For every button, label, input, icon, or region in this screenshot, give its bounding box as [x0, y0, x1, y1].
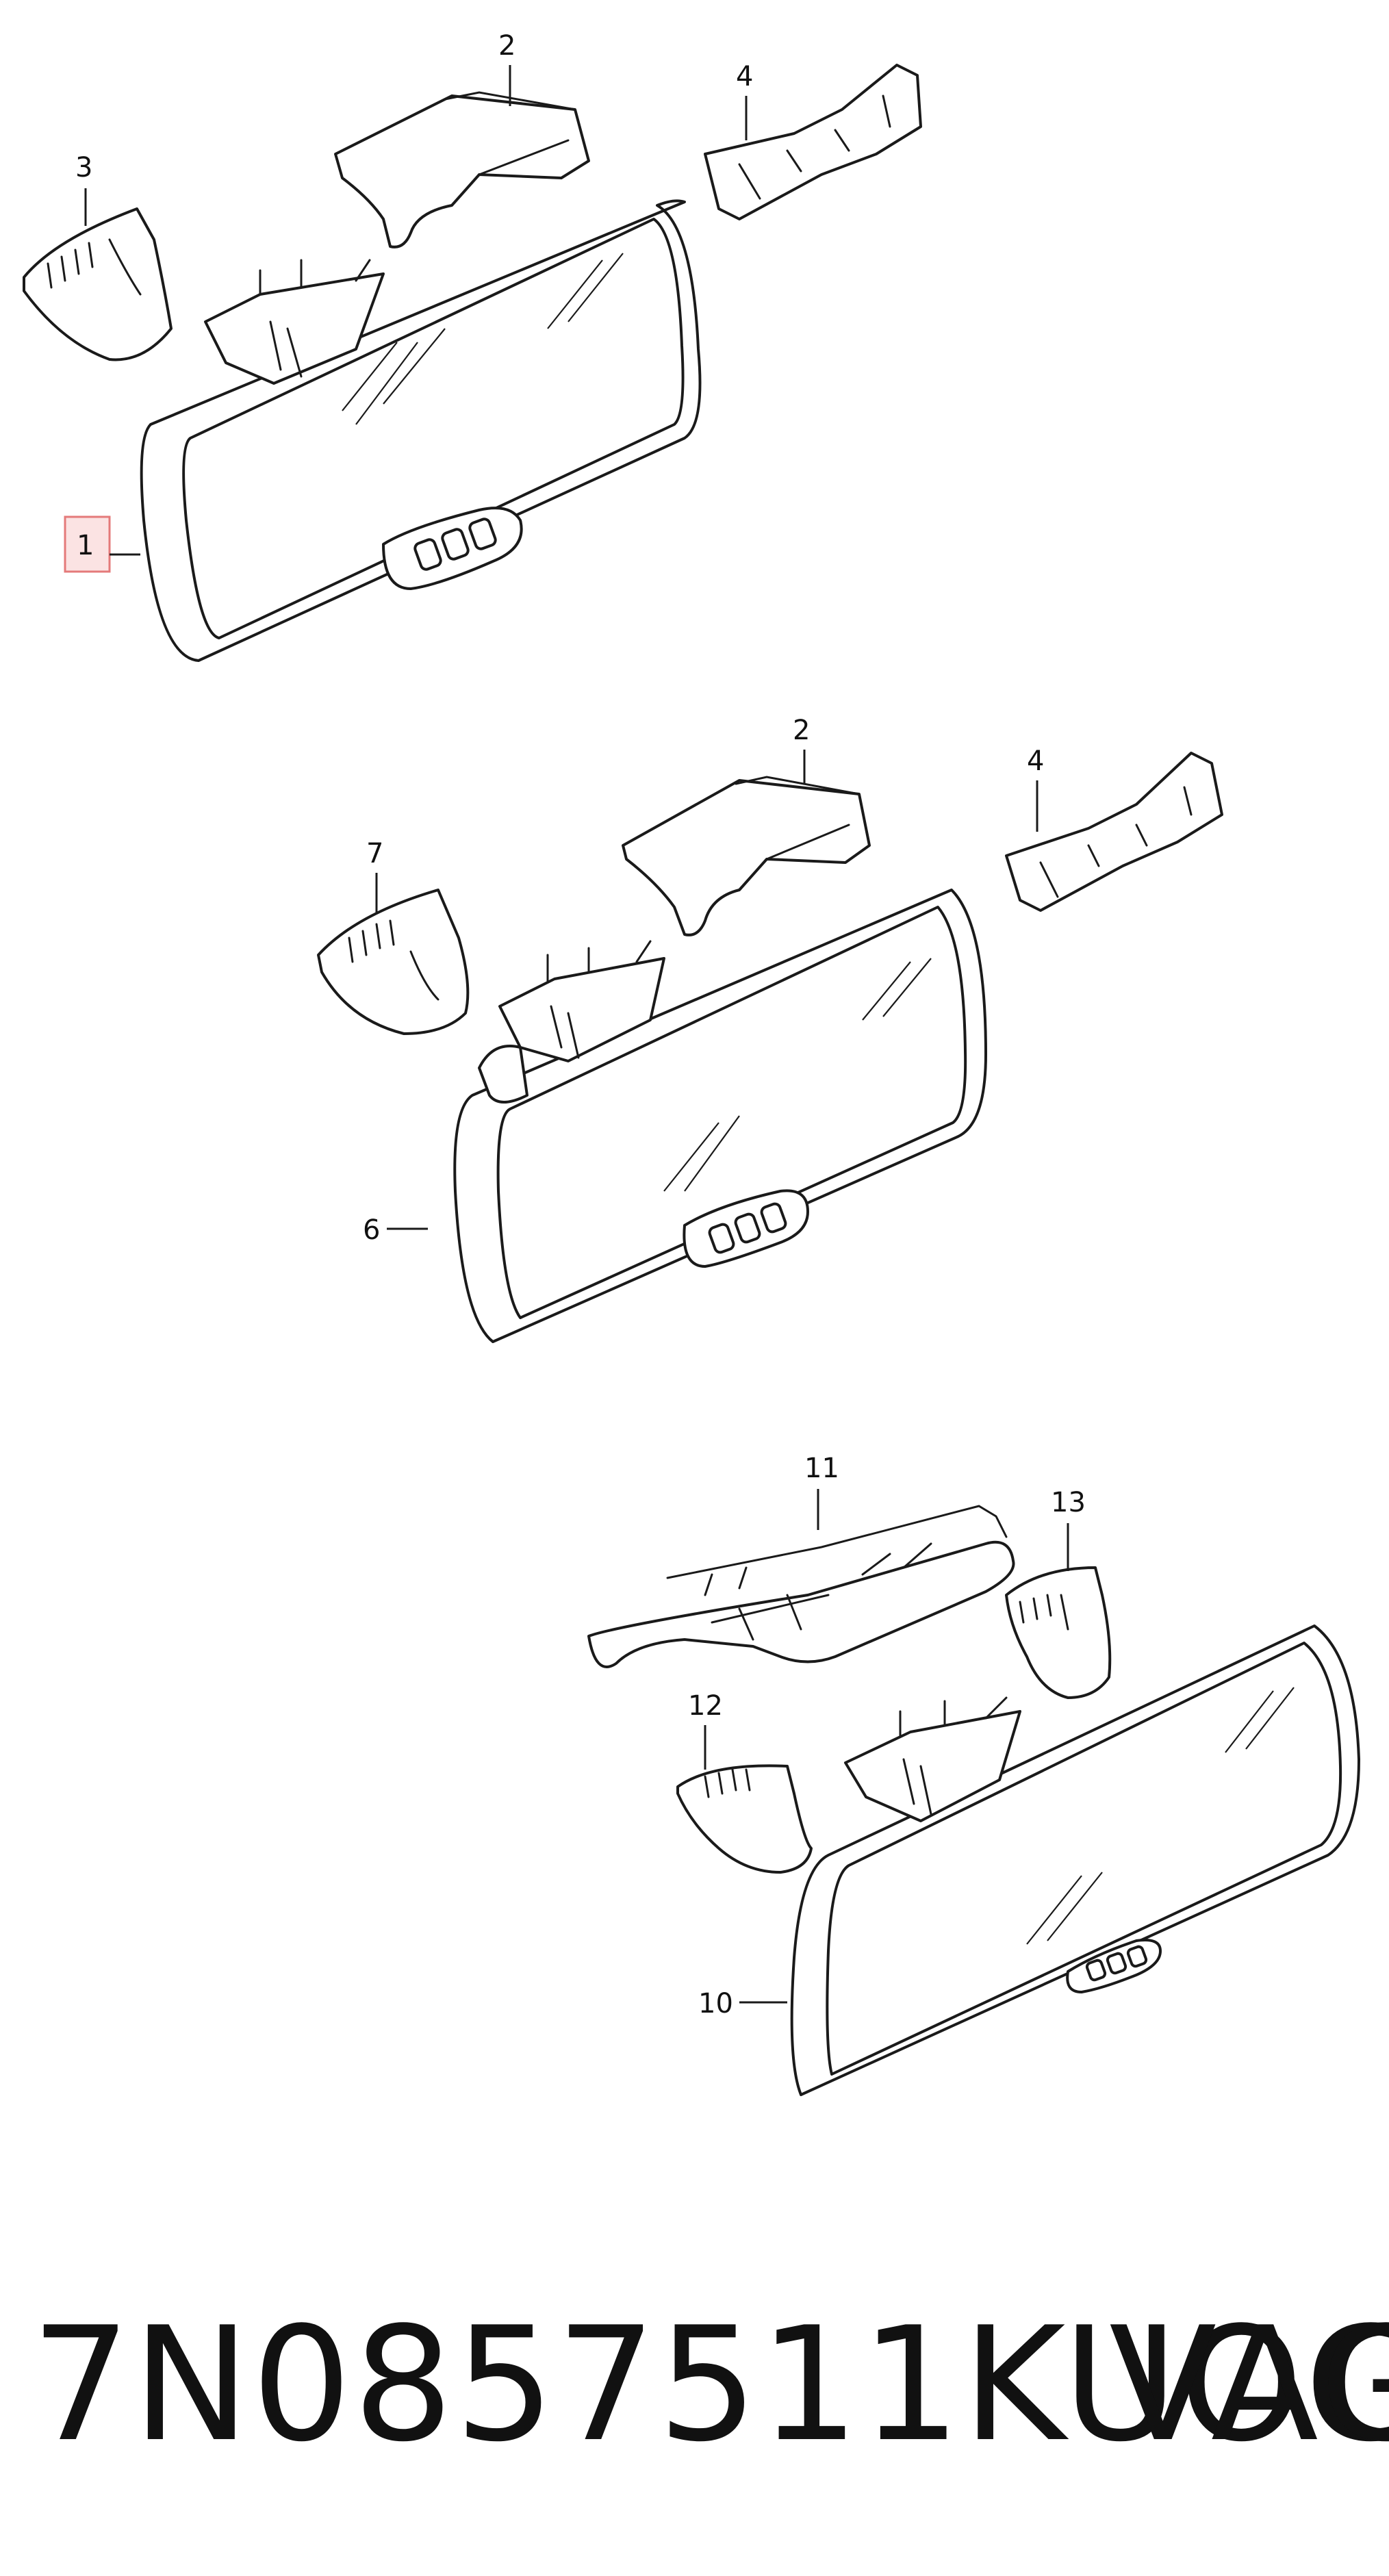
callout-11[interactable]: 11 [804, 1453, 839, 1530]
part-12 [676, 1764, 813, 1874]
svg-text:2: 2 [793, 715, 810, 746]
footer: 7N0857511KUOG VAG [0, 2297, 1389, 2475]
svg-text:6: 6 [363, 1214, 380, 1246]
svg-text:12: 12 [688, 1690, 723, 1722]
callout-3[interactable]: 3 [75, 152, 92, 226]
callout-1[interactable]: 1 [64, 515, 140, 573]
svg-text:3: 3 [75, 152, 92, 183]
svg-text:4: 4 [736, 61, 753, 92]
part-4-top [704, 64, 922, 220]
mirror-1 [140, 199, 702, 662]
svg-text:4: 4 [1027, 745, 1044, 777]
mirror-1-mount [204, 259, 385, 385]
svg-text:10: 10 [698, 1988, 733, 2019]
group-2: 2 4 7 6 [317, 715, 1223, 1343]
part-7-mid [317, 889, 470, 1035]
callout-13[interactable]: 13 [1051, 1487, 1086, 1571]
mirror-10 [790, 1624, 1360, 2096]
svg-text:2: 2 [498, 30, 515, 62]
group-1: 1 2 3 4 [23, 30, 922, 662]
part-4-mid [1005, 752, 1223, 912]
mirror-6-mount [478, 940, 665, 1104]
mirror-10-mount [844, 1696, 1021, 1822]
part-2-mid [622, 776, 871, 936]
callout-4-mid[interactable]: 4 [1027, 745, 1044, 832]
callout-6[interactable]: 6 [363, 1214, 428, 1246]
svg-text:13: 13 [1051, 1487, 1086, 1518]
part-3-top [23, 207, 173, 361]
part-number: 7N0857511KUOG [31, 2294, 1389, 2477]
mirror-6 [453, 889, 987, 1343]
svg-text:1: 1 [77, 530, 94, 561]
part-2-top [334, 91, 590, 248]
svg-text:11: 11 [804, 1453, 839, 1484]
callout-4[interactable]: 4 [736, 61, 753, 140]
callout-7[interactable]: 7 [366, 838, 383, 914]
svg-text:7: 7 [366, 838, 383, 869]
callout-2[interactable]: 2 [498, 30, 515, 106]
callout-10[interactable]: 10 [698, 1988, 787, 2019]
part-13 [1005, 1566, 1112, 1699]
brand-label: VAG [1109, 2294, 1389, 2477]
group-3: 11 13 12 10 [587, 1453, 1360, 2096]
part-11 [587, 1505, 1015, 1668]
callout-12[interactable]: 12 [688, 1690, 723, 1770]
callout-2-mid[interactable]: 2 [793, 715, 810, 784]
